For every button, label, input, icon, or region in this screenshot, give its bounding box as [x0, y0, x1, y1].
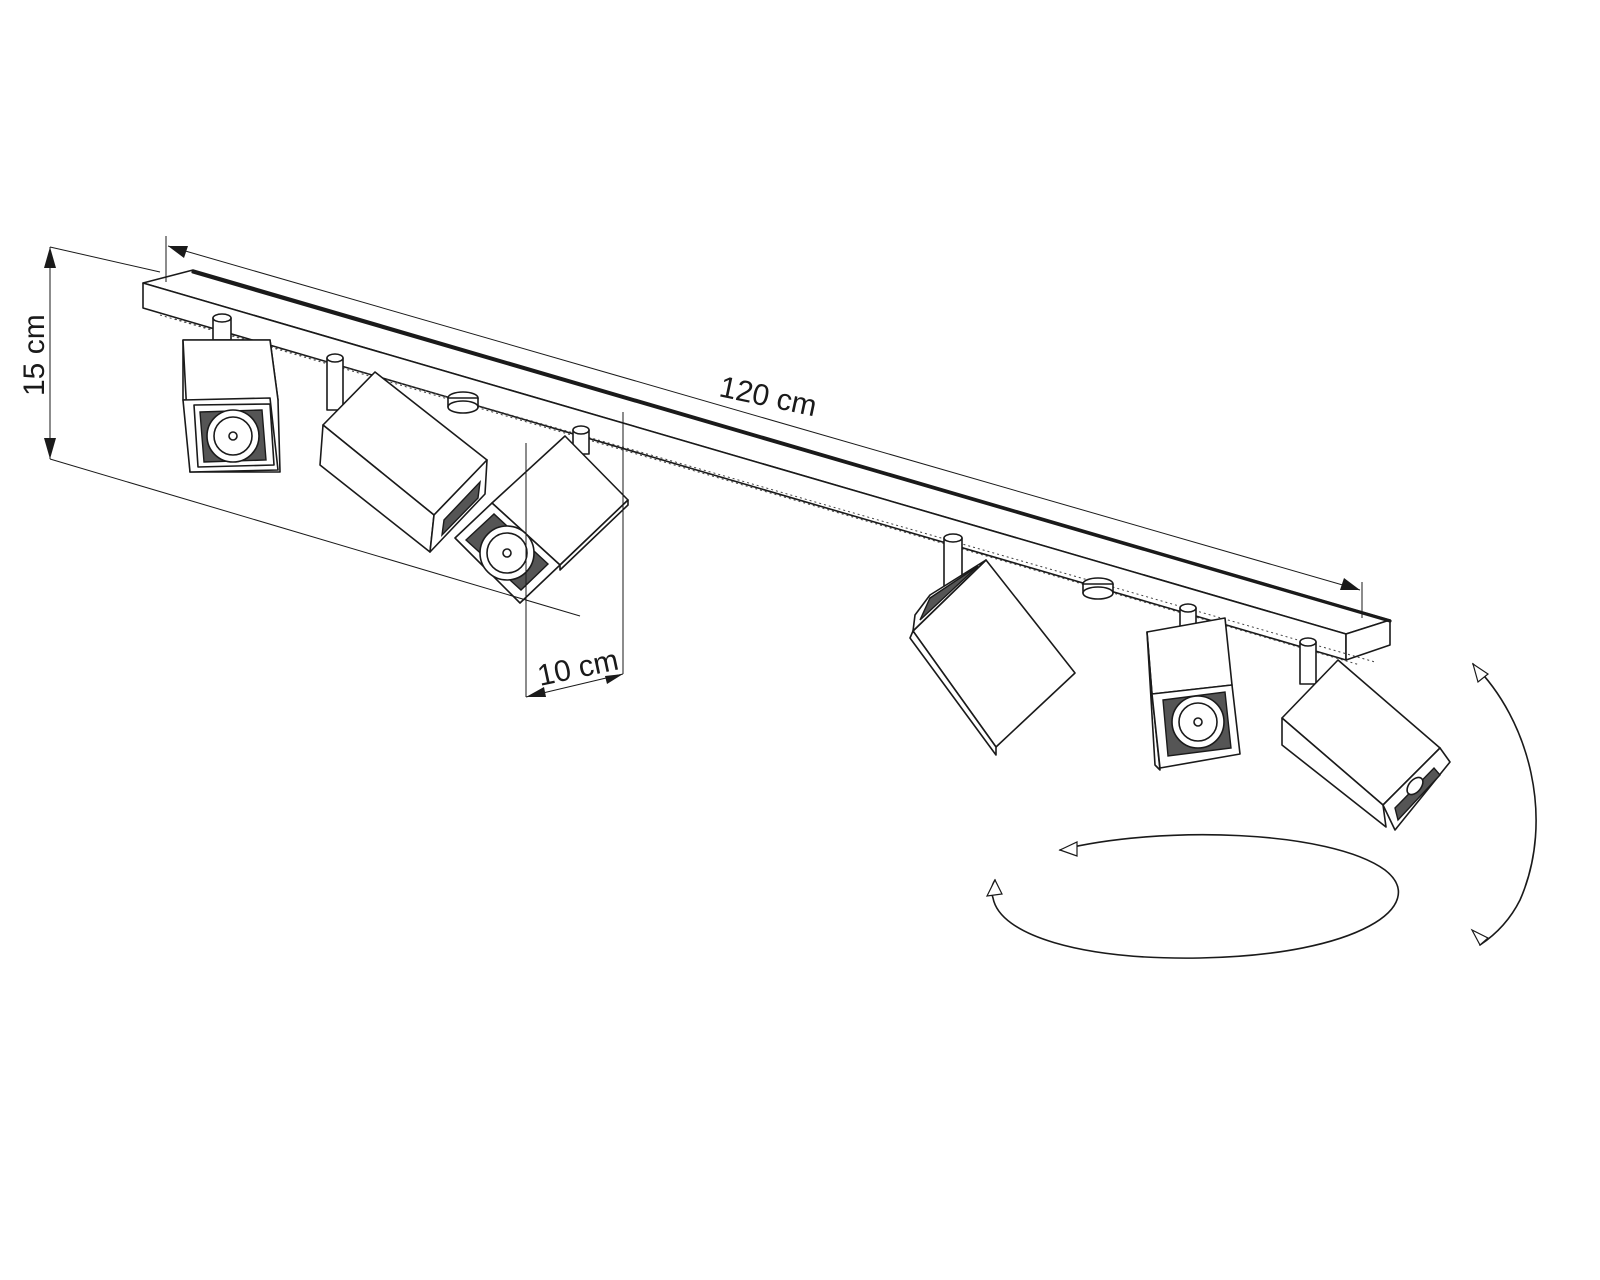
rotation-indicator-vertical — [1470, 662, 1537, 946]
spotlight-2 — [319, 353, 488, 553]
ceiling-rail — [142, 269, 1392, 666]
width-label: 10 cm — [535, 644, 622, 693]
spotlight-1 — [182, 313, 281, 473]
spotlight-3 — [454, 425, 629, 604]
spotlight-5 — [1146, 603, 1241, 771]
spotlight-6 — [1281, 637, 1451, 831]
height-label: 15 cm — [18, 314, 51, 396]
spotlight-4 — [909, 533, 1076, 756]
dimension-height: 15 cm — [18, 246, 581, 617]
rotation-indicator-horizontal — [985, 833, 1400, 959]
length-label: 120 cm — [717, 371, 820, 424]
